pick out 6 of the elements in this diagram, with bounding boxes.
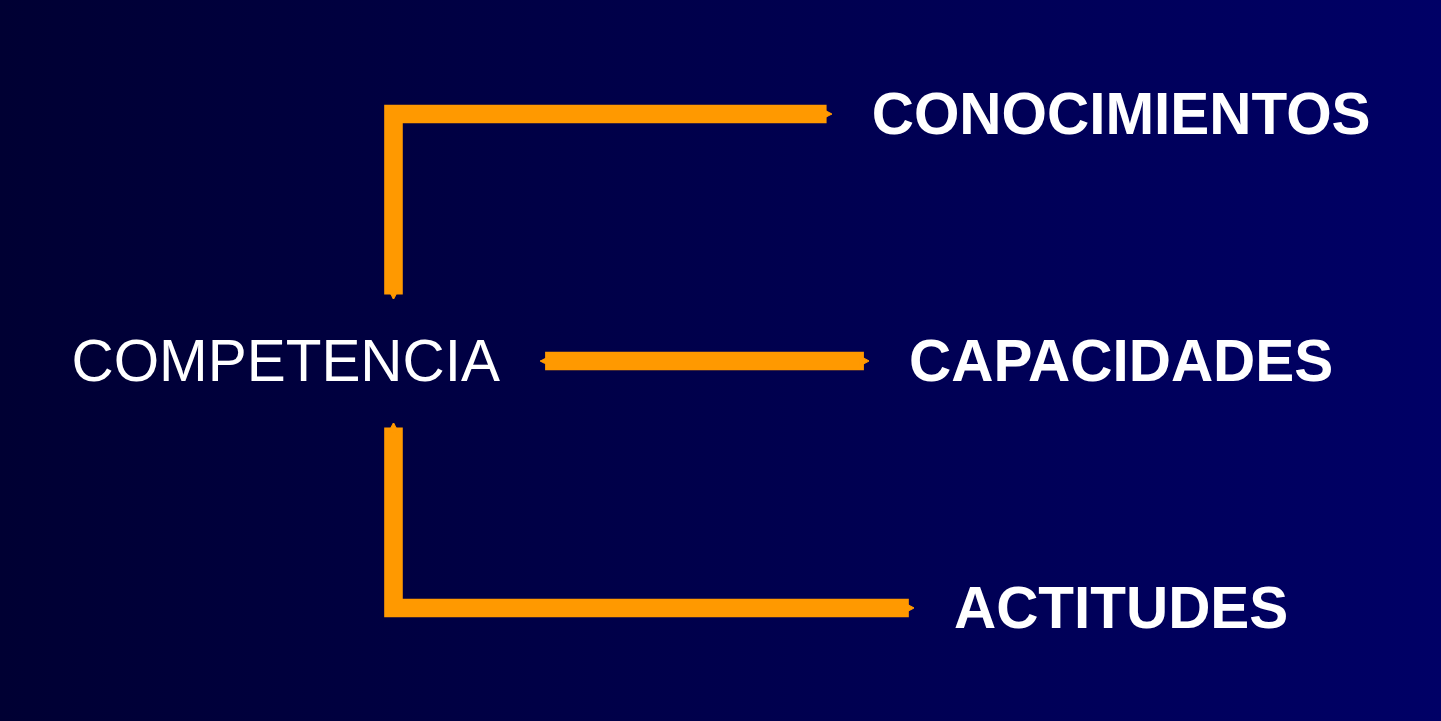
node-text: CAPACIDADES <box>908 327 1333 393</box>
arrow <box>383 104 832 300</box>
arrow <box>383 421 915 617</box>
node-text: COMPETENCIA <box>70 327 500 393</box>
node-text: CONOCIMIENTOS <box>871 80 1371 146</box>
node-text: ACTITUDES <box>953 574 1288 640</box>
